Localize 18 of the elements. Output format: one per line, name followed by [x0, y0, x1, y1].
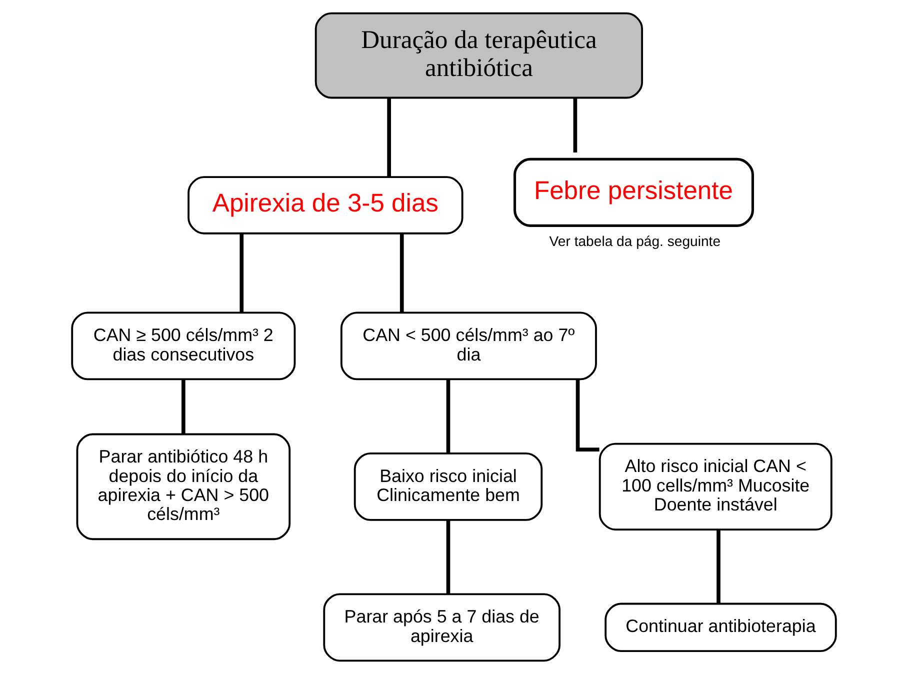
- node-label: Ver tabela da pág. seguinte: [548, 232, 720, 249]
- node-box: CAN ≥ 500 céls/mm³ 2 dias consecutivos: [70, 312, 296, 380]
- node-box: Continuar antibioterapia: [604, 602, 836, 652]
- connector: [446, 379, 450, 454]
- connector: [446, 520, 450, 594]
- node-box: Duração da terapêutica antibiótica: [314, 12, 643, 99]
- node-box: Alto risco inicial CAN < 100 cells/mm³ Mucosite Doente instável: [598, 442, 832, 530]
- connector: [399, 234, 404, 313]
- node-box: Parar após 5 a 7 dias de apirexia: [322, 593, 560, 662]
- connector: [716, 530, 720, 604]
- connector: [239, 234, 244, 313]
- connector: [386, 98, 390, 177]
- node-box: Baixo risco inicial Clinicamente bem: [353, 452, 542, 521]
- node-box: Parar antibiótico 48 h depois do início da apirexia + CAN > 500 céls/mm³: [76, 433, 290, 540]
- node-box: CAN < 500 céls/mm³ ao 7º dia: [340, 312, 596, 380]
- connector: [572, 98, 577, 152]
- connector: [181, 379, 185, 434]
- node-box: Apirexia de 3-5 dias: [187, 176, 463, 234]
